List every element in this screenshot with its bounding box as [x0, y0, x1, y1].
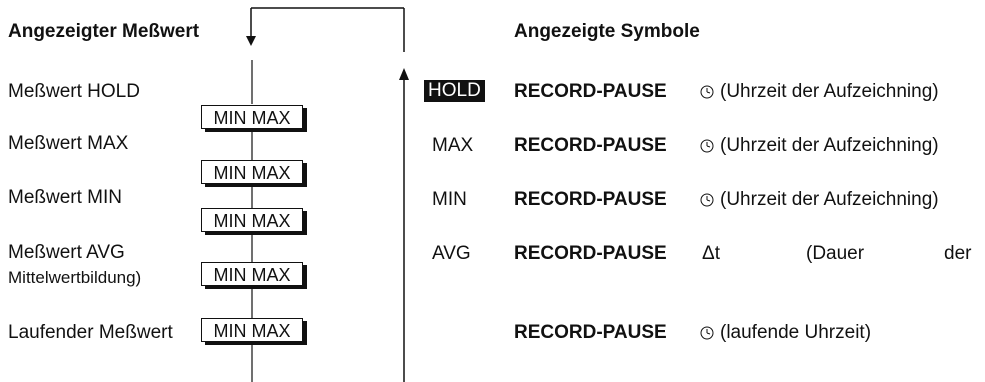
clock-icon	[700, 137, 714, 159]
min-max-button[interactable]: MIN MAX	[201, 208, 303, 232]
delta-t-symbol: Δt	[702, 243, 720, 264]
mode-label-running: Laufender Meßwert	[8, 322, 173, 343]
right-header: Angezeigte Symbole	[514, 21, 700, 42]
row-desc-text: (laufende Uhrzeit)	[720, 322, 872, 343]
clock-icon	[700, 191, 714, 213]
row-desc-running: (laufende Uhrzeit)	[700, 322, 871, 346]
min-max-button[interactable]: MIN MAX	[201, 318, 303, 342]
row-desc-text: (Uhrzeit der Aufzeichning)	[720, 135, 939, 156]
clock-icon	[700, 83, 714, 105]
clock-icon	[700, 324, 714, 346]
mode-sublabel-avg: Mittelwertbildung)	[8, 268, 142, 287]
left-header: Angezeigter Meßwert	[8, 21, 200, 42]
row-desc-text: (Uhrzeit der Aufzeichning)	[720, 81, 939, 102]
mode-label-min: Meßwert MIN	[8, 187, 122, 208]
record-pause-symbol: RECORD-PAUSE	[514, 189, 667, 210]
max-symbol: MAX	[432, 135, 474, 156]
min-max-button[interactable]: MIN MAX	[201, 105, 303, 129]
down-arrow-head	[246, 36, 256, 46]
record-pause-symbol: RECORD-PAUSE	[514, 322, 667, 343]
up-arrow-head	[399, 68, 409, 80]
row-desc-hold: (Uhrzeit der Aufzeichning)	[700, 81, 939, 105]
row-desc-max: (Uhrzeit der Aufzeichning)	[700, 135, 939, 159]
avg-symbol: AVG	[432, 243, 471, 264]
row-desc-min: (Uhrzeit der Aufzeichning)	[700, 189, 939, 213]
mode-label-max: Meßwert MAX	[8, 133, 129, 154]
row-desc-avg-word-1: (Dauer	[806, 243, 865, 264]
record-pause-symbol: RECORD-PAUSE	[514, 135, 667, 156]
min-max-button[interactable]: MIN MAX	[201, 160, 303, 184]
mode-label-hold: Meßwert HOLD	[8, 81, 140, 102]
min-symbol: MIN	[432, 189, 467, 210]
record-pause-symbol: RECORD-PAUSE	[514, 81, 667, 102]
hold-symbol: HOLD	[424, 80, 485, 102]
row-desc-avg-word-2: der	[944, 243, 972, 264]
min-max-button[interactable]: MIN MAX	[201, 262, 303, 286]
mode-label-avg: Meßwert AVG	[8, 242, 125, 263]
row-desc-text: (Uhrzeit der Aufzeichning)	[720, 189, 939, 210]
record-pause-symbol: RECORD-PAUSE	[514, 243, 667, 264]
